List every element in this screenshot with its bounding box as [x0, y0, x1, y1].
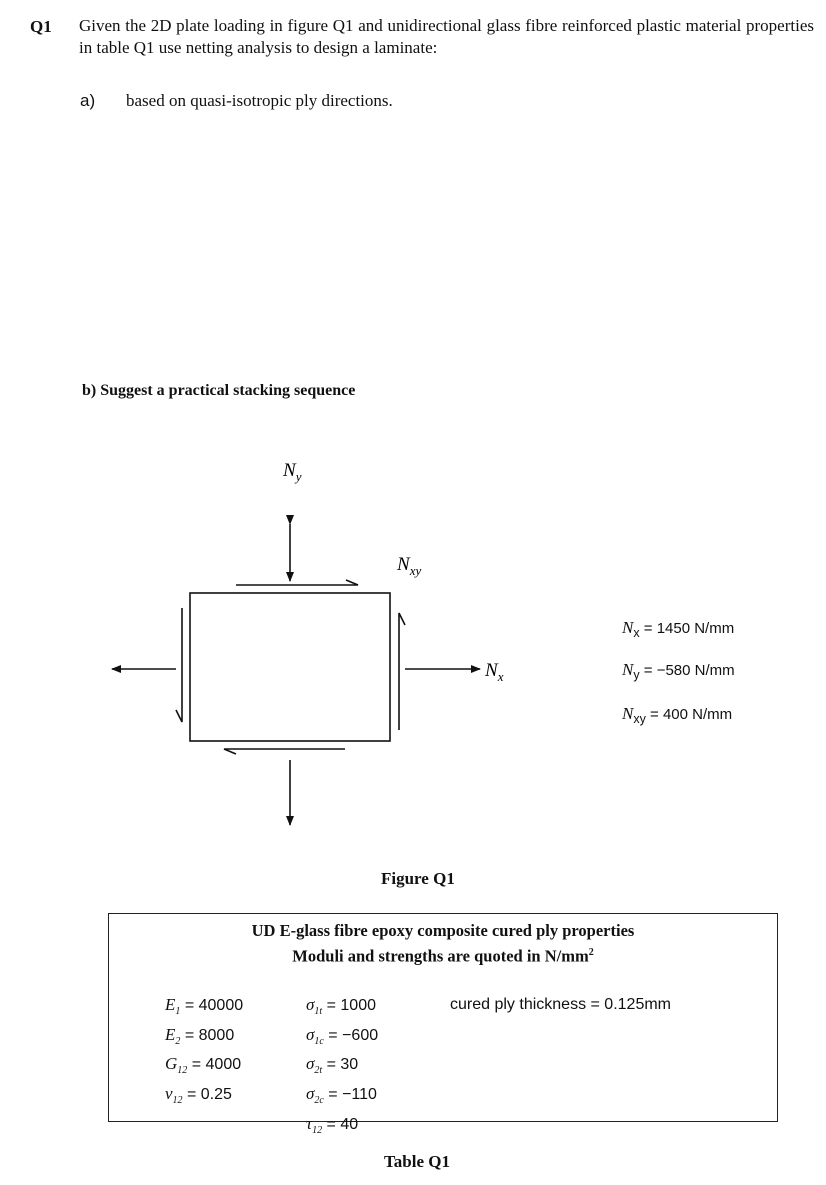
- svg-text:Ny: Ny: [282, 460, 302, 484]
- prop-nu12: ν12 = 0.25: [165, 1084, 232, 1107]
- moduli-list: E1 = 40000 E2 = 8000 G12 = 4000 ν12 = 0.…: [165, 994, 243, 1113]
- part-a-text: based on quasi-isotropic ply directions.: [126, 91, 393, 110]
- prop-e1: E1 = 40000: [165, 995, 244, 1018]
- shear-top-arrow: [236, 579, 359, 586]
- load-ny: Ny = −580 N/mm: [622, 660, 735, 682]
- plate: [189, 592, 391, 742]
- strengths-list: σ1t = 1000 σ1c = −600 σ2t = 30 σ2c = −11…: [306, 994, 378, 1142]
- properties-table: UD E-glass fibre epoxy composite cured p…: [108, 913, 778, 1136]
- part-b-text: b) Suggest a practical stacking sequence: [82, 382, 356, 399]
- shear-right-arrow: [398, 612, 406, 730]
- svg-text:Nxy: Nxy: [396, 554, 421, 578]
- table-caption: Table Q1: [384, 1152, 450, 1171]
- part-a-label: a): [80, 91, 96, 110]
- prop-sigma2t: σ2t = 30: [306, 1054, 359, 1077]
- load-nxy: Nxy = 400 N/mm: [622, 704, 733, 726]
- ply-thickness: cured ply thickness = 0.125mm: [450, 996, 671, 1013]
- label-ny: N: [282, 460, 297, 481]
- table-heading: UD E-glass fibre epoxy composite cured p…: [251, 921, 635, 966]
- prop-e2: E2 = 8000: [165, 1024, 235, 1047]
- load-nx: Nx = 1450 N/mm: [622, 618, 735, 640]
- label-nx: N: [484, 660, 499, 681]
- question-number: Q1: [30, 17, 52, 36]
- prop-sigma2c: σ2c = −110: [306, 1084, 377, 1107]
- prop-sigma1t: σ1t = 1000: [306, 995, 376, 1018]
- question-text: Given the 2D plate loading in figure Q1 …: [79, 16, 814, 57]
- label-nxy: N: [396, 554, 411, 575]
- svg-text:Nx: Nx: [484, 660, 504, 684]
- prop-sigma1c: σ1c = −600: [306, 1024, 379, 1047]
- shear-bottom-arrow: [223, 748, 345, 755]
- prop-tau12: τ12 = 40: [306, 1113, 359, 1136]
- shear-left-arrow: [175, 608, 183, 723]
- prop-g12: G12 = 4000: [165, 1054, 242, 1077]
- figure-caption: Figure Q1: [381, 869, 455, 888]
- plate-loading-diagram: Ny Nxy Nx: [111, 460, 504, 826]
